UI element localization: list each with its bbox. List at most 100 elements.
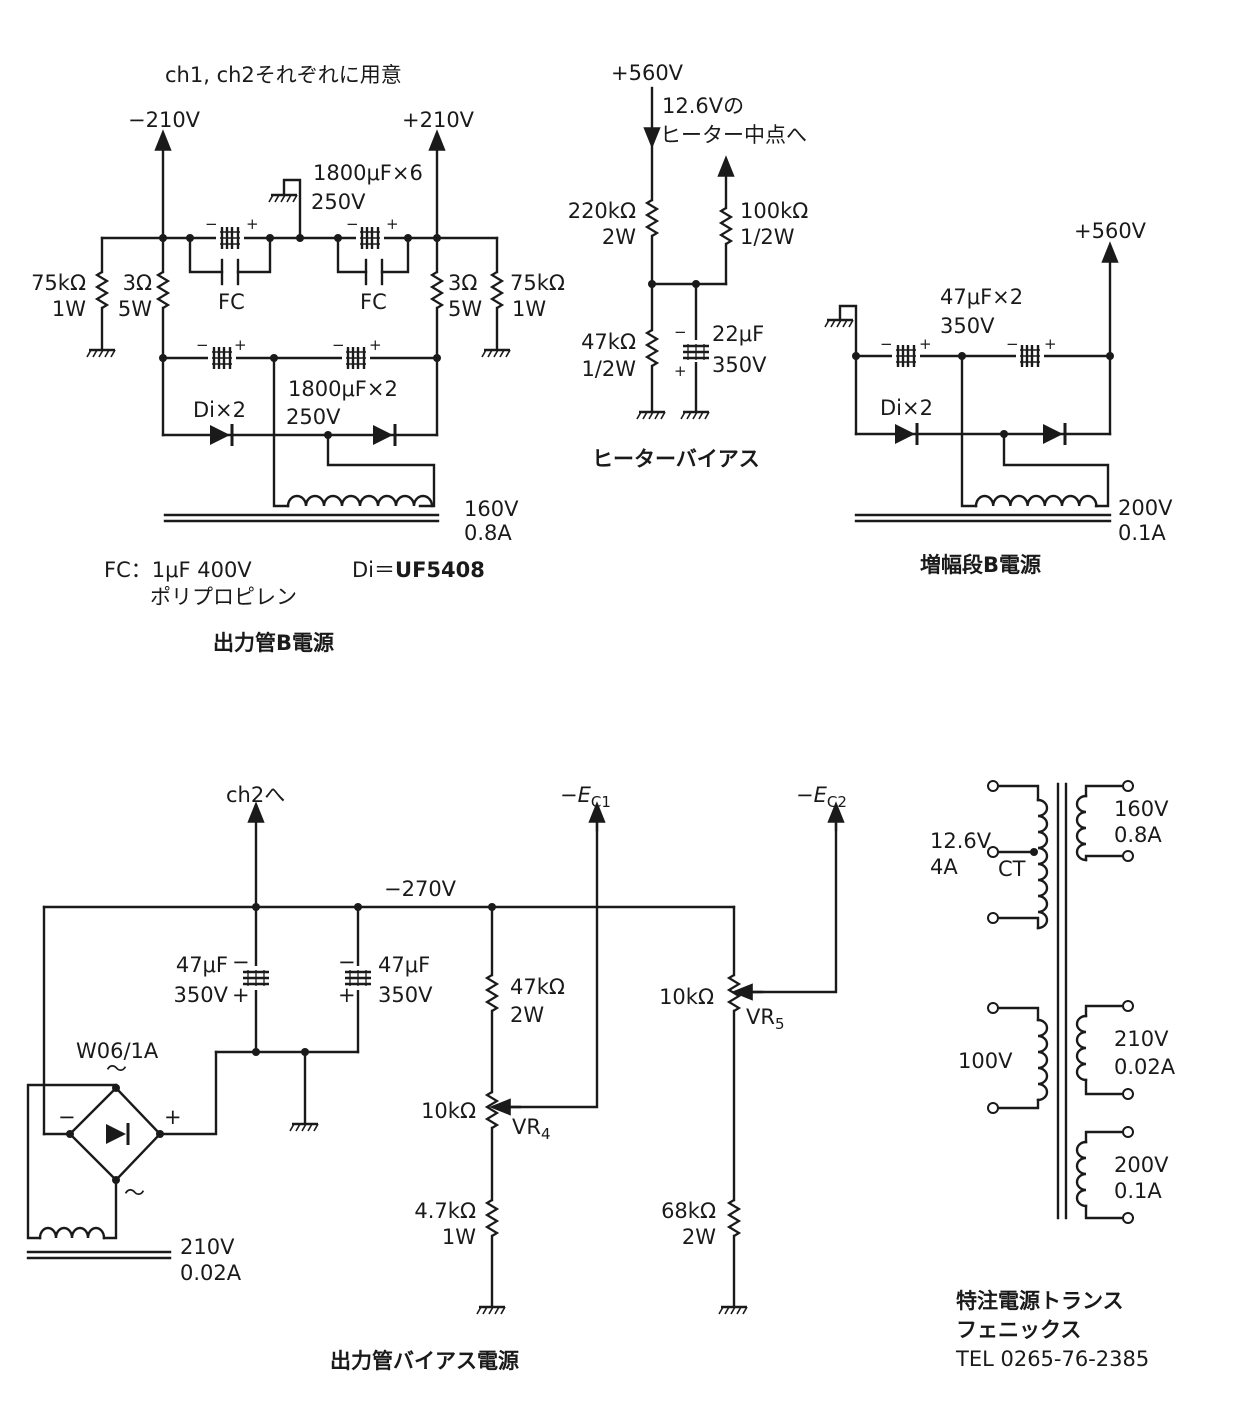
- label-tel: TEL 0265-76-2385: [955, 1347, 1149, 1371]
- label-center-tap: CT: [998, 857, 1026, 881]
- resistor-75k-right: [490, 270, 504, 310]
- label-r3-left: 3Ω: [123, 271, 152, 295]
- ground-symbol: [717, 1305, 749, 1316]
- label-winding-210v: 210V: [180, 1235, 235, 1259]
- diode-1: [893, 421, 919, 447]
- label-vr5: VR5: [746, 1005, 785, 1033]
- label-heater-12.6v: 12.6V: [930, 829, 992, 853]
- label-cap-pair-voltage: 250V: [286, 405, 341, 429]
- ground-symbol: [679, 410, 711, 421]
- diode-2: [1041, 421, 1067, 447]
- svg-text:−: −: [205, 215, 218, 233]
- resistor-47k: [485, 973, 499, 1013]
- label-r75k-left: 75kΩ: [31, 271, 86, 295]
- label-primary-100v: 100V: [958, 1049, 1013, 1073]
- svg-text:〜: 〜: [124, 1181, 145, 1205]
- label-r220k-watt: 2W: [602, 225, 636, 249]
- label-heater-dest-2: ヒーター中点へ: [660, 123, 807, 147]
- label-r3-left-watt: 5W: [118, 297, 152, 321]
- svg-text:−: −: [196, 336, 209, 354]
- amp-stage-b-supply: −+ −+ +560V 47μF×2 350V Di×2 200V 0.1A 増…: [823, 219, 1173, 577]
- svg-text:+: +: [369, 336, 382, 354]
- svg-text:−: −: [58, 1105, 76, 1129]
- label-diodes: Di×2: [193, 398, 246, 422]
- ground-symbol: [823, 318, 855, 329]
- label-r68k: 68kΩ: [661, 1199, 716, 1223]
- label-r47k-watt: 2W: [510, 1003, 544, 1027]
- label-r75k-left-watt: 1W: [52, 297, 86, 321]
- note-diode: Di＝UF5408: [352, 558, 485, 582]
- label-winding-0.02a: 0.02A: [180, 1261, 242, 1285]
- svg-text:+: +: [919, 335, 932, 353]
- label-cap-bank: 1800μF×6: [313, 161, 423, 185]
- label-cap-right: 47μF: [378, 953, 430, 977]
- svg-text:〜: 〜: [106, 1057, 127, 1081]
- label-r47k: 47kΩ: [510, 975, 565, 999]
- label-r4.7k-watt: 1W: [442, 1225, 476, 1249]
- label-r68k-watt: 2W: [682, 1225, 716, 1249]
- note-fc-type: ポリプロピレン: [150, 585, 297, 609]
- label-heater-4a: 4A: [930, 855, 958, 879]
- label-r75k-right-watt: 1W: [512, 297, 546, 321]
- title-amp-stage-b-supply: 増幅段B電源: [920, 553, 1041, 577]
- label-cap-right-voltage: 350V: [378, 983, 433, 1007]
- label-r3-right-watt: 5W: [448, 297, 482, 321]
- label-r220k: 220kΩ: [568, 199, 636, 223]
- svg-text:−: −: [880, 335, 893, 353]
- svg-text:+: +: [674, 362, 687, 380]
- label-maker: フェニックス: [956, 1318, 1081, 1342]
- svg-text:−: −: [232, 950, 250, 974]
- label-winding-0.1a: 0.1A: [1118, 521, 1166, 545]
- power-transformer: 12.6V 4A CT 100V 160V 0.8A 210V 0.02A 20…: [930, 780, 1176, 1371]
- ground-symbol: [635, 410, 667, 421]
- label-r47k-watt: 1/2W: [581, 357, 636, 381]
- label-r100k-watt: 1/2W: [740, 225, 795, 249]
- label-sec3-a: 0.1A: [1114, 1179, 1162, 1203]
- label-sec2-v: 210V: [1114, 1027, 1169, 1051]
- label-bridge: W06/1A: [76, 1039, 159, 1063]
- ground-symbol: [288, 1122, 320, 1133]
- label-cap-22uf: 22μF: [712, 322, 764, 346]
- label-caps-47uf: 47μF×2: [940, 285, 1023, 309]
- potentiometer-vr4: [485, 1090, 499, 1130]
- diode-2: [371, 422, 397, 448]
- resistor-100k: [719, 206, 733, 246]
- label-sec3-v: 200V: [1114, 1153, 1169, 1177]
- label-winding-160v: 160V: [464, 497, 519, 521]
- output-tube-bias-supply: −+ −+ −+ 〜〜 ch2へ −270V −EC1 −EC2 47μF 35…: [26, 783, 847, 1373]
- label-r100k: 100kΩ: [740, 199, 808, 223]
- label-560v: +560V: [1074, 219, 1147, 243]
- svg-text:+: +: [386, 215, 399, 233]
- diode-1: [208, 422, 234, 448]
- ground-symbol: [85, 348, 117, 359]
- label-ec2: −EC2: [796, 783, 847, 811]
- title-custom-transformer: 特注電源トランス: [956, 1289, 1124, 1313]
- ground-symbol: [267, 193, 299, 204]
- potentiometer-vr5: [727, 973, 741, 1013]
- note-each-channel: ch1, ch2それぞれに用意: [165, 63, 402, 87]
- resistor-4.7k: [485, 1198, 499, 1238]
- label-560v: +560V: [611, 61, 684, 85]
- resistor-3ohm-left: [156, 270, 170, 310]
- label-vr5-value: 10kΩ: [659, 985, 714, 1009]
- label-caps-voltage: 350V: [940, 314, 995, 338]
- ground-symbol: [475, 1305, 507, 1316]
- svg-text:+: +: [232, 983, 250, 1007]
- ground-symbol: [480, 348, 512, 359]
- output-tube-b-supply: −+ −+ −+ −+ ch1, ch2それぞれに用意 −210V +210V …: [31, 63, 565, 655]
- label-vr4-value: 10kΩ: [421, 1099, 476, 1123]
- label-cap-left: 47μF: [176, 953, 228, 977]
- label-winding-0.8a: 0.8A: [464, 521, 512, 545]
- label-winding-200v: 200V: [1118, 496, 1173, 520]
- resistor-68k: [727, 1198, 741, 1238]
- capacitor-22uf: [681, 342, 711, 362]
- label-r4.7k: 4.7kΩ: [414, 1199, 476, 1223]
- note-fc: FC：1μF 400V: [104, 558, 252, 582]
- label-sec1-a: 0.8A: [1114, 823, 1162, 847]
- label-cap-22uf-voltage: 350V: [712, 353, 767, 377]
- label-neg-210v: −210V: [128, 108, 201, 132]
- label-to-ch2: ch2へ: [226, 783, 285, 807]
- svg-text:+: +: [246, 215, 259, 233]
- label-vr4: VR4: [512, 1115, 551, 1143]
- label-fc-right: FC: [360, 290, 387, 314]
